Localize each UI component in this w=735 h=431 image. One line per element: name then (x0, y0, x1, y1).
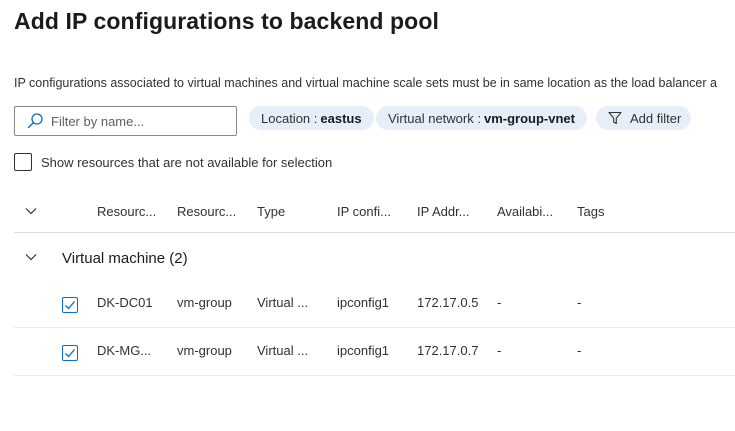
column-header-ip-address[interactable]: IP Addr... (417, 204, 470, 219)
add-filter-label: Add filter (630, 110, 682, 126)
checkmark-icon (65, 349, 75, 358)
location-filter-label: Location : (261, 110, 318, 126)
vnet-filter-label: Virtual network : (388, 110, 481, 126)
row-checkbox[interactable] (62, 345, 78, 361)
group-header[interactable]: Virtual machine (2) (14, 240, 735, 278)
column-header-resource-name[interactable]: Resourc... (97, 204, 157, 219)
cell-tags: - (577, 343, 582, 358)
cell-type: Virtual ... (257, 343, 309, 358)
checkmark-icon (65, 301, 75, 310)
column-header-type[interactable]: Type (257, 204, 286, 219)
cell-availability: - (497, 295, 502, 310)
chevron-down-icon[interactable] (24, 204, 38, 223)
cell-resource-group: vm-group (177, 295, 232, 310)
show-unavailable-label: Show resources that are not available fo… (41, 154, 333, 170)
cell-resource-group: vm-group (177, 343, 232, 358)
cell-type: Virtual ... (257, 295, 309, 310)
table-row[interactable]: DK-MG... vm-group Virtual ... ipconfig1 … (14, 328, 735, 376)
cell-tags: - (577, 295, 582, 310)
add-filter-button[interactable]: Add filter (596, 106, 692, 130)
cell-ip-config: ipconfig1 (337, 295, 390, 310)
table-header: Resourc... Resourc... Type IP confi... I… (14, 192, 735, 233)
checkbox[interactable] (14, 153, 32, 171)
cell-ip-config: ipconfig1 (337, 343, 390, 358)
column-header-resource-group[interactable]: Resourc... (177, 204, 237, 219)
search-box[interactable] (14, 106, 237, 136)
table-row[interactable]: DK-DC01 vm-group Virtual ... ipconfig1 1… (14, 280, 735, 328)
filter-icon (608, 111, 622, 125)
column-header-tags[interactable]: Tags (577, 204, 605, 219)
cell-availability: - (497, 343, 502, 358)
search-icon (26, 112, 44, 130)
cell-ip-address: 172.17.0.7 (417, 343, 479, 358)
row-checkbox[interactable] (62, 297, 78, 313)
search-input[interactable] (51, 113, 221, 129)
location-filter-value: eastus (320, 110, 362, 126)
page-description: IP configurations associated to virtual … (14, 76, 717, 90)
vnet-filter-pill[interactable]: Virtual network :vm-group-vnet (376, 106, 587, 130)
location-filter-pill[interactable]: Location :eastus (249, 106, 374, 130)
cell-ip-address: 172.17.0.5 (417, 295, 479, 310)
cell-resource-name: DK-DC01 (97, 295, 153, 310)
cell-resource-name: DK-MG... (97, 343, 152, 358)
chevron-down-icon[interactable] (24, 250, 38, 269)
page-title: Add IP configurations to backend pool (14, 8, 439, 34)
column-header-availability[interactable]: Availabi... (497, 204, 554, 219)
group-label: Virtual machine (2) (62, 250, 188, 267)
show-unavailable-checkbox[interactable]: Show resources that are not available fo… (14, 153, 332, 171)
vnet-filter-value: vm-group-vnet (483, 110, 575, 126)
column-header-ip-config[interactable]: IP confi... (337, 204, 391, 219)
